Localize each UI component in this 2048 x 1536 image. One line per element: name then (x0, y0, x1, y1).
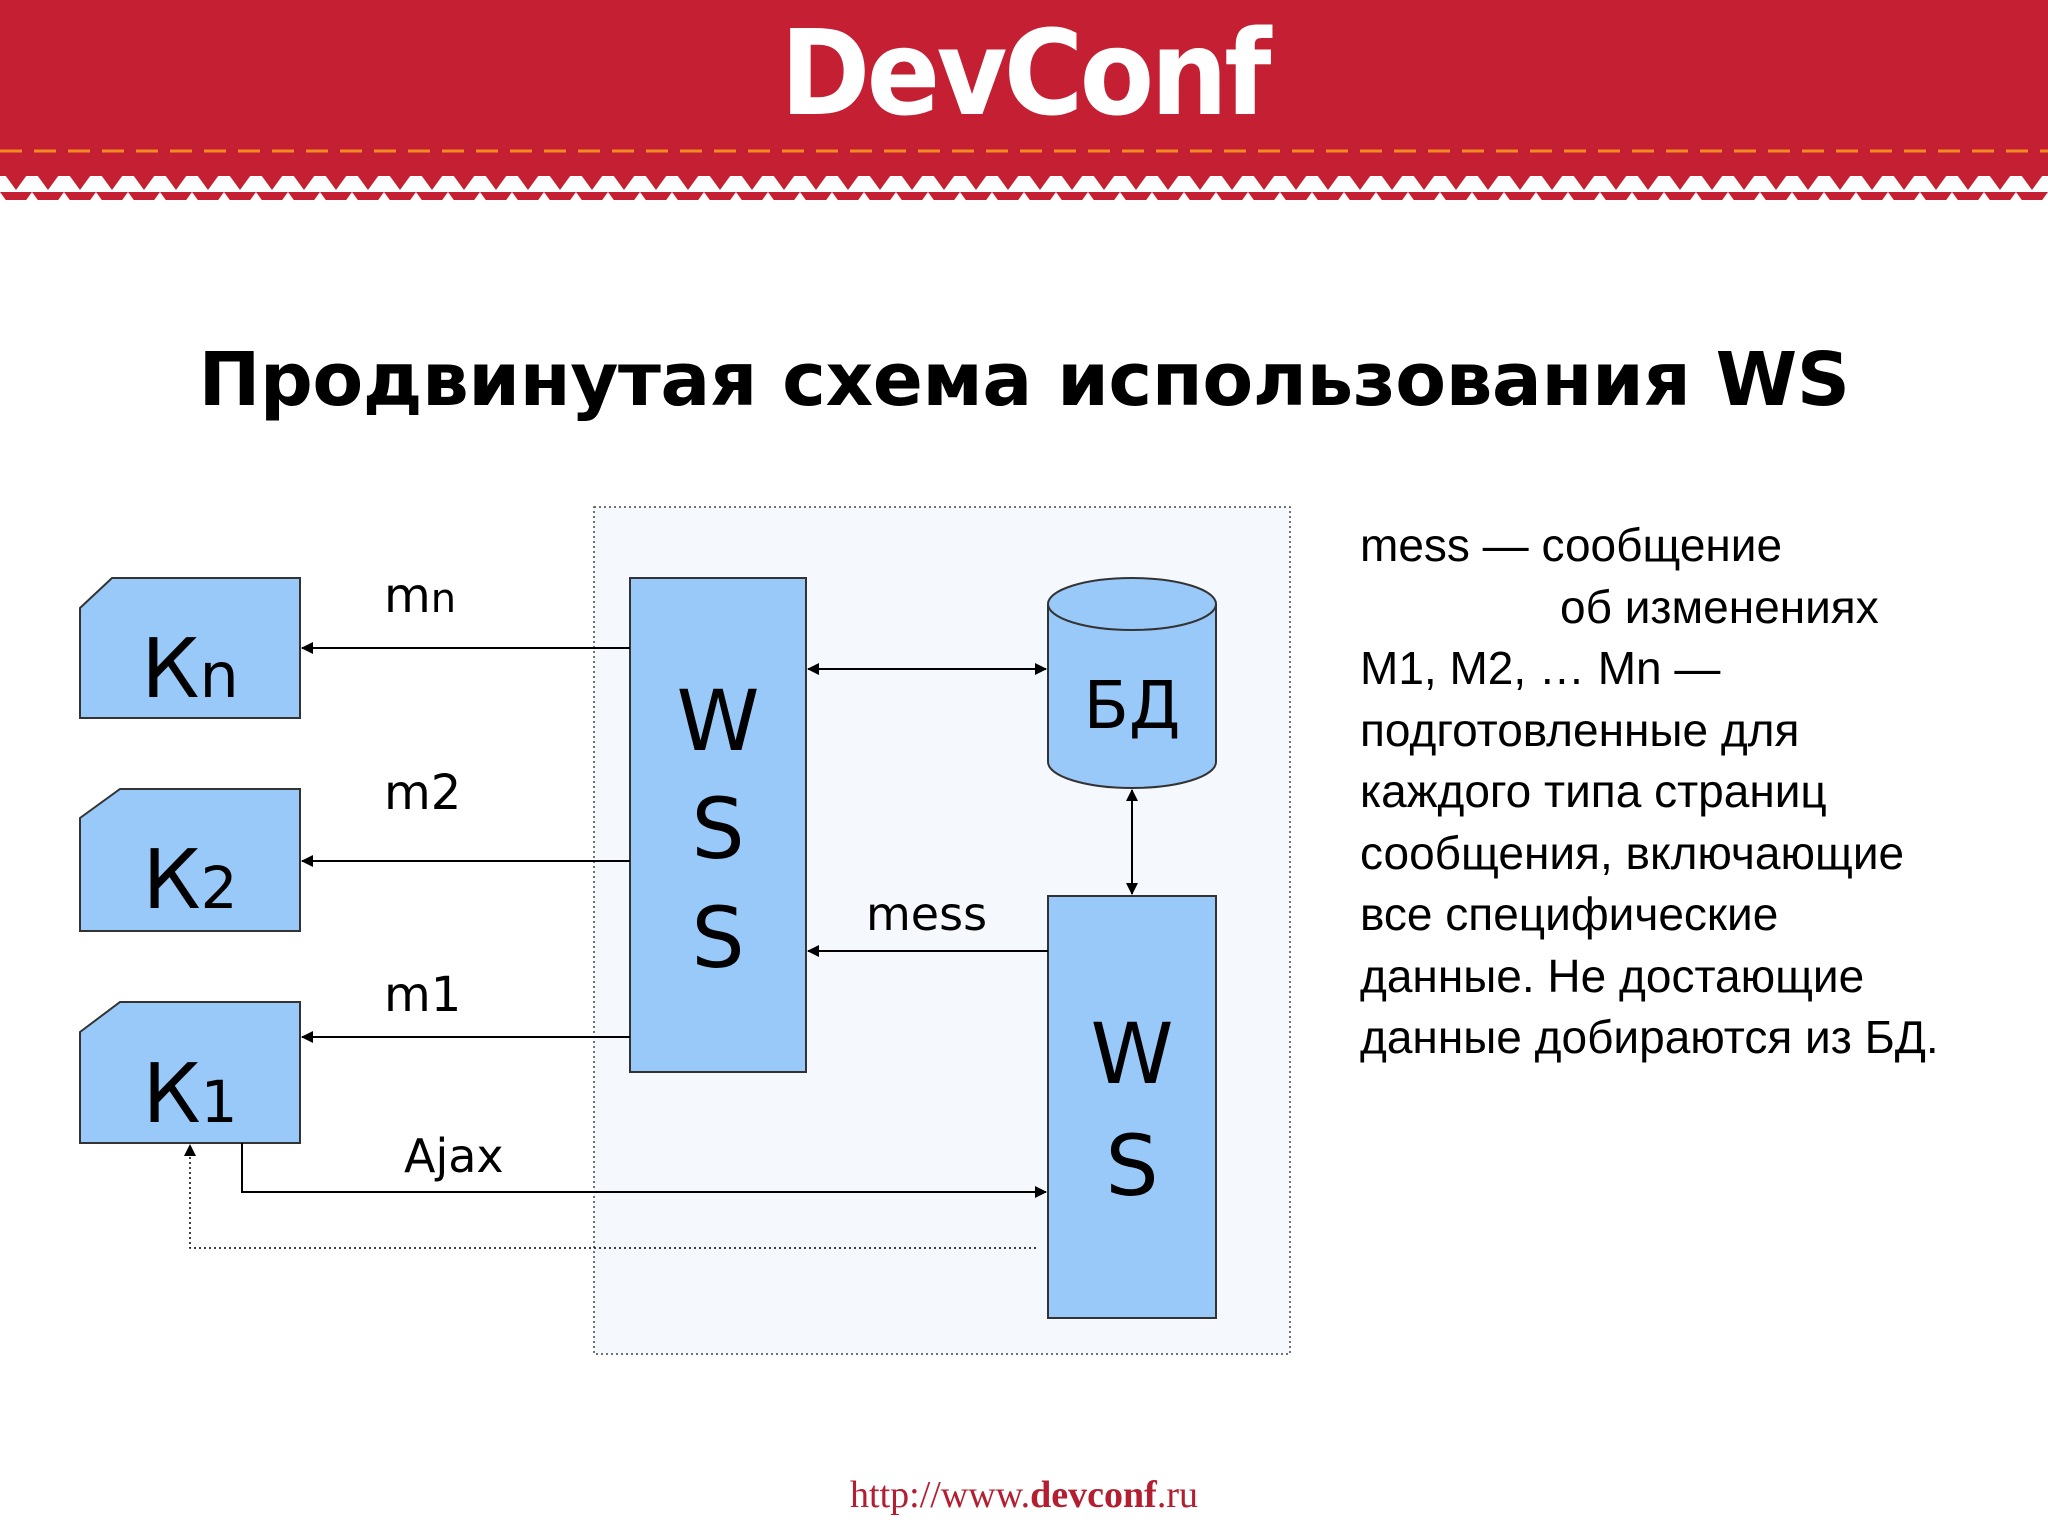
client-n-index: n (199, 639, 238, 712)
ws-letter-1: W (1090, 1005, 1173, 1103)
notes-line-4: подготовленные для (1360, 703, 1800, 756)
client-n-letter: К (141, 622, 199, 717)
ws-letter-2: S (1105, 1117, 1158, 1215)
client-2[interactable]: К2 (79, 788, 301, 932)
label-mess: mess (866, 887, 987, 941)
client-2-index: 2 (201, 854, 238, 922)
svg-text:К2: К2 (142, 833, 237, 928)
header-background (0, 0, 2048, 200)
client-1-index: 1 (201, 1068, 238, 1136)
notes-text: mess — сообщение об изменениях M1, M2, …… (1360, 515, 2040, 1069)
notes-line-9: данные добираются из БД. (1360, 1011, 1939, 1063)
label-m2: m2 (384, 765, 461, 821)
notes-line-1: mess — сообщение (1360, 519, 1783, 571)
svg-text:Кn: Кn (141, 622, 239, 717)
wss-letter-1: W (676, 672, 759, 770)
notes-line-6: сообщения, включающие (1360, 826, 1905, 879)
notes-line-7: все специфические (1360, 888, 1779, 940)
client-n[interactable]: Кn (79, 577, 301, 719)
arrow-ajax-response (184, 1144, 1036, 1249)
slide-title: Продвинутая схема использования WS (198, 337, 1850, 423)
notes-line-3: M1, M2, … Mn — (1360, 642, 1721, 694)
footer-url-prefix: http://www. (850, 1474, 1031, 1516)
client-2-letter: К (142, 833, 200, 928)
svg-text:К1: К1 (142, 1047, 237, 1142)
label-mn-prefix: m (384, 568, 431, 624)
wss-letter-3: S (691, 889, 744, 987)
header-banner: DevConf (0, 0, 2048, 202)
client-1[interactable]: К1 (79, 1001, 301, 1144)
client-1-letter: К (142, 1047, 200, 1142)
notes-line-5: каждого типа страниц (1360, 765, 1827, 817)
footer-url-suffix: .ru (1156, 1474, 1198, 1516)
label-m1: m1 (384, 967, 461, 1023)
database-label: БД (1084, 667, 1181, 744)
ws-server[interactable]: W S (1047, 895, 1217, 1319)
label-mn: mn (384, 568, 456, 624)
notes-line-8: данные. Не достающие (1360, 949, 1865, 1002)
label-ajax: Ajax (404, 1129, 504, 1183)
devconf-logo[interactable]: DevConf (780, 4, 1271, 142)
arrow-ajax (241, 1143, 1047, 1198)
wss-server[interactable]: W S S (629, 577, 807, 1073)
notes-line-2: об изменениях (1560, 580, 1879, 633)
wss-letter-2: S (691, 780, 744, 878)
database[interactable]: БД (1047, 577, 1217, 789)
footer-url-domain: devconf (1030, 1474, 1157, 1516)
footer-url[interactable]: http://www.devconf.ru (0, 1470, 2048, 1520)
label-mn-suffix: n (431, 576, 456, 622)
